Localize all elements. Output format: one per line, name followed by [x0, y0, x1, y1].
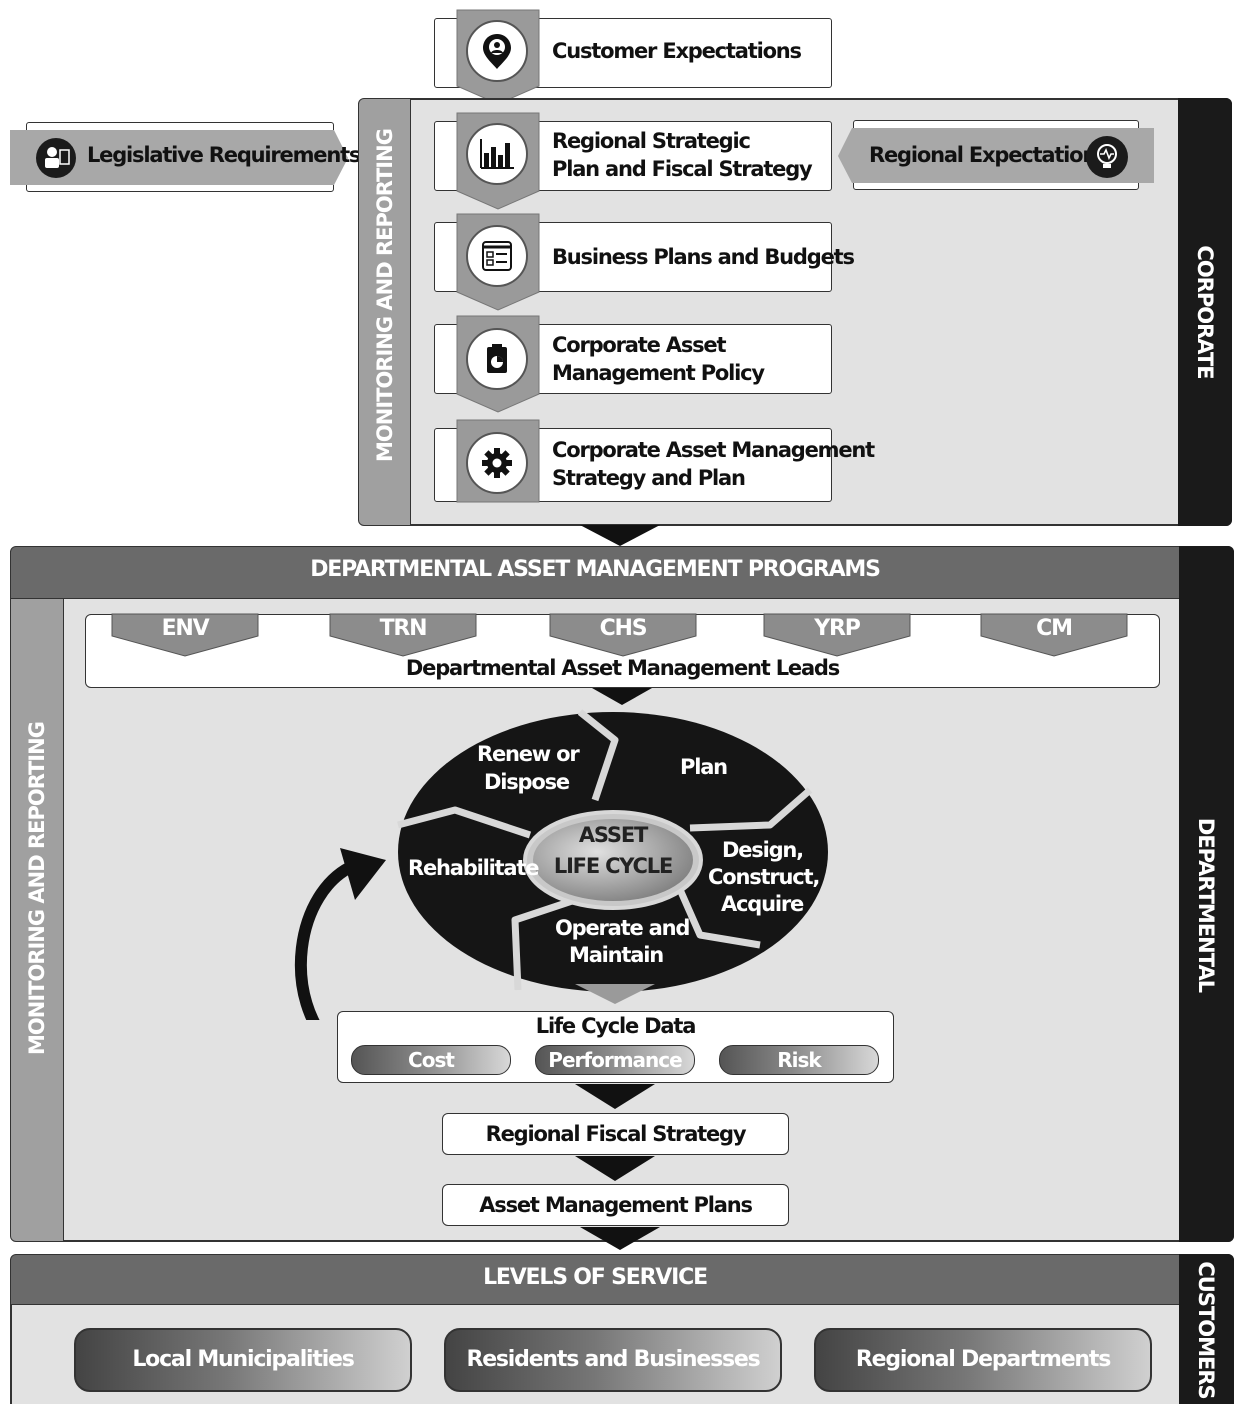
operate-line1: Operate and — [555, 916, 690, 940]
performance-pill: Performance — [535, 1045, 695, 1075]
departmental-leads-label: Departmental Asset Management Leads — [405, 656, 840, 680]
step-corporate-policy-line2: Management Policy — [552, 361, 765, 385]
legislative-requirements-arrow — [10, 130, 348, 185]
departmental-header-label: DEPARTMENTAL ASSET MANAGEMENT PROGRAMS — [310, 557, 881, 582]
env-chevron — [111, 613, 259, 657]
checklist-icon — [466, 225, 528, 287]
step-regional-strategic-line2: Plan and Fiscal Strategy — [552, 157, 813, 181]
customer-expectations-label: Customer Expectations — [552, 39, 802, 63]
regional-fiscal-strategy-label: Regional Fiscal Strategy — [485, 1122, 747, 1146]
customers-side-label: CUSTOMERS — [1194, 1261, 1218, 1399]
fiscal-to-plans-arrow — [575, 1156, 655, 1181]
bar-chart-icon — [466, 123, 528, 185]
dept-env-label: ENV — [161, 616, 210, 641]
separator-rehab-renew — [397, 806, 532, 839]
departmental-side-bar — [1179, 546, 1234, 1242]
renew-line1: Renew or — [477, 742, 580, 766]
step-corporate-policy-line1: Corporate Asset — [552, 333, 727, 357]
design-line2: Construct, — [708, 865, 820, 889]
wheel-pointer — [575, 984, 655, 1004]
departmental-side-label: DEPARTMENTAL — [1194, 817, 1218, 993]
center-line2: LIFE CYCLE — [553, 854, 673, 878]
dept-yrp-label: YRP — [814, 616, 861, 641]
cm-chevron — [980, 613, 1128, 657]
step-business-plans-label: Business Plans and Budgets — [552, 245, 855, 269]
risk-pill: Risk — [719, 1045, 879, 1075]
regional-fiscal-strategy-box — [442, 1113, 789, 1155]
return-arrow — [294, 859, 358, 1020]
dept-chs-label: CHS — [599, 616, 648, 641]
rehabilitate-label: Rehabilitate — [408, 856, 539, 880]
residents-businesses-pill: Residents and Businesses — [444, 1328, 782, 1392]
separator-operate-rehab — [511, 896, 577, 991]
corporate-side-bar — [1178, 98, 1232, 526]
departmental-to-customers-arrow — [580, 1227, 660, 1250]
regional-expectations-label: Regional Expectations — [869, 143, 1109, 167]
chs-chevron — [549, 613, 697, 657]
customers-side-bar — [1179, 1254, 1234, 1404]
asset-management-plans-box — [442, 1184, 789, 1226]
step-regional-strategic-line1: Regional Strategic — [552, 129, 751, 153]
design-line1: Design, — [722, 838, 804, 862]
regional-departments-pill: Regional Departments — [814, 1328, 1152, 1392]
design-line3: Acquire — [721, 892, 804, 916]
person-pin-icon — [466, 20, 528, 82]
customers-header-bar — [11, 1255, 1179, 1305]
asset-management-plans-label: Asset Management Plans — [479, 1193, 753, 1217]
regional-expectations-arrow — [838, 128, 1154, 183]
step-corporate-strategy-line2: Strategy and Plan — [552, 466, 746, 490]
departmental-monitoring-label: MONITORING AND REPORTING — [25, 722, 49, 1055]
operate-line2: Maintain — [569, 943, 664, 967]
departmental-monitoring-bar — [11, 599, 64, 1241]
return-arrowhead — [340, 848, 386, 900]
corporate-monitoring-bar — [359, 99, 411, 525]
levels-of-service-label: LEVELS OF SERVICE — [483, 1265, 708, 1290]
cost-pill: Cost — [351, 1045, 511, 1075]
center-line1: ASSET — [578, 823, 648, 847]
life-cycle-data-title: Life Cycle Data — [535, 1014, 697, 1038]
legislation-icon — [36, 138, 76, 178]
separator-design-operate — [674, 883, 761, 949]
data-to-fiscal-arrow — [575, 1084, 655, 1109]
trn-chevron — [329, 613, 477, 657]
clipboard-chart-icon — [466, 328, 528, 390]
gear-icon — [466, 432, 528, 494]
plan-label: Plan — [680, 755, 728, 779]
separator-renew-plan — [577, 709, 619, 802]
legislative-requirements-label: Legislative Requirements — [87, 143, 361, 167]
corporate-monitoring-label: MONITORING AND REPORTING — [373, 129, 397, 462]
step-corporate-strategy-line1: Corporate Asset Management — [552, 438, 875, 462]
lightbulb-icon — [1086, 136, 1128, 178]
local-municipalities-pill: Local Municipalities — [74, 1328, 412, 1392]
departmental-header-bar — [11, 547, 1179, 599]
dept-trn-label: TRN — [379, 616, 428, 641]
asset-lifecycle-wheel — [294, 709, 828, 1020]
corporate-side-label: CORPORATE — [1193, 245, 1217, 379]
leads-to-lifecycle-arrow — [592, 688, 652, 705]
separator-plan-design — [689, 787, 813, 832]
renew-line2: Dispose — [484, 770, 570, 794]
dept-cm-label: CM — [1036, 616, 1073, 641]
department-chevrons — [111, 613, 1128, 657]
corporate-to-departmental-arrow — [580, 525, 660, 546]
wheel-center — [533, 819, 693, 901]
yrp-chevron — [763, 613, 911, 657]
